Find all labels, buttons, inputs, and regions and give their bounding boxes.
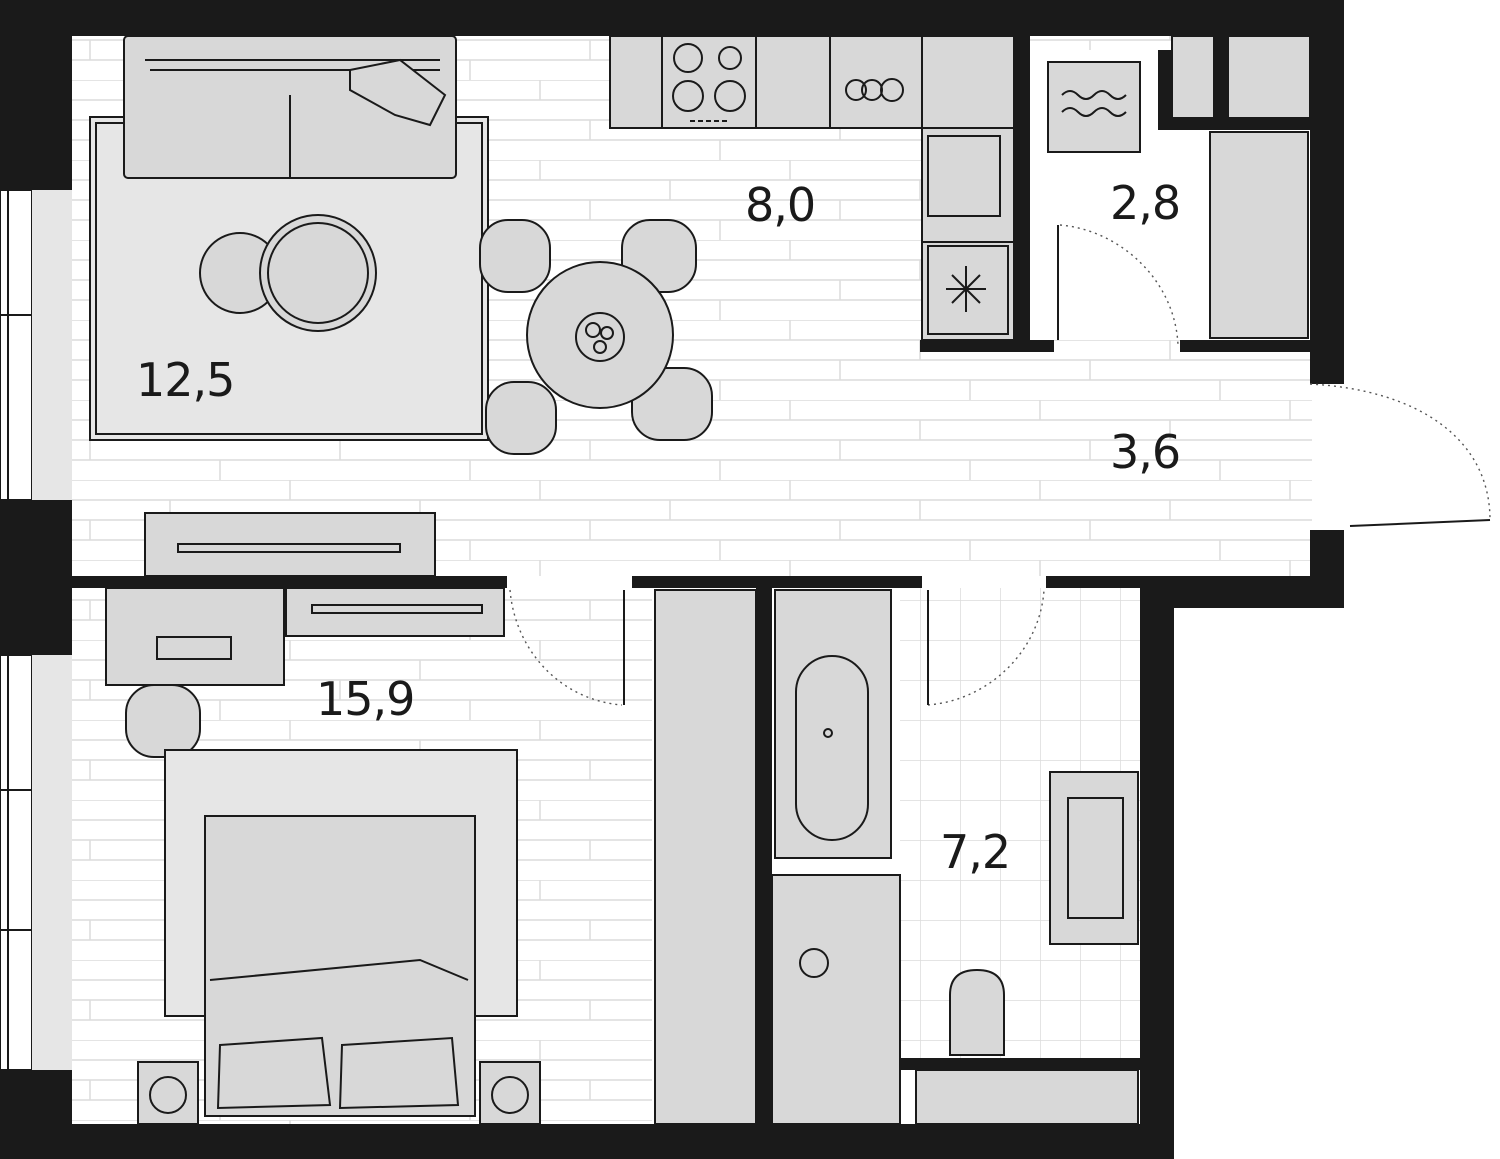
dining-table [479,219,713,455]
area-living: 12,5 [136,353,234,407]
doors [509,224,1491,706]
bedroom-furniture [105,587,541,1125]
bathroom-fixtures [771,589,1139,1125]
living-furniture [89,35,489,441]
area-bedroom: 15,9 [316,672,414,726]
area-kitchen: 8,0 [745,178,815,232]
wardrobe [654,589,757,1125]
windows [0,189,72,1071]
area-storage: 2,8 [1110,176,1180,230]
kitchen-units [609,35,1015,341]
area-hall: 3,6 [1110,425,1180,479]
storage-units [1047,35,1311,339]
hall-console [144,512,436,577]
area-bathroom: 7,2 [940,825,1010,879]
walls [0,0,1344,1159]
